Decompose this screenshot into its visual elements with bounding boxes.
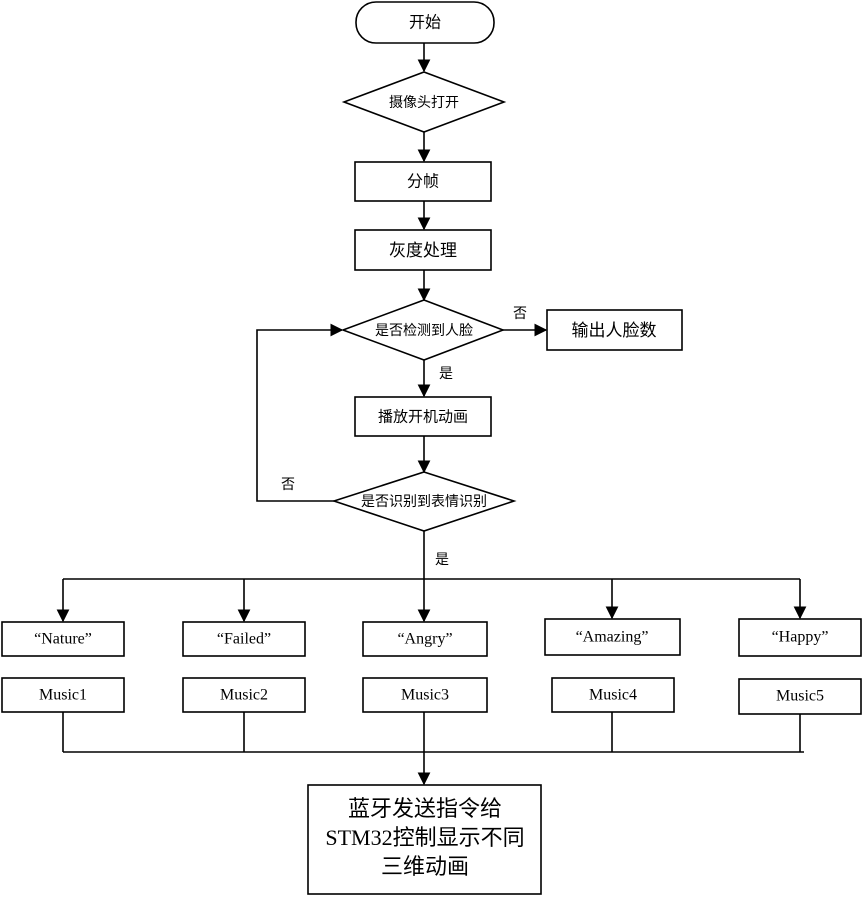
boot-anim-node: 播放开机动画	[354, 396, 492, 437]
emotion-box-happy: “Happy”	[738, 618, 862, 657]
emotion-box-failed: “Failed”	[182, 621, 306, 657]
output-face-node: 输出人脸数	[546, 309, 683, 351]
output-face-label: 输出人脸数	[572, 321, 657, 341]
face-check-node: 是否检测到人脸	[340, 299, 506, 361]
music-box-4: Music4	[551, 677, 675, 713]
music-box-5: Music5	[738, 678, 862, 715]
connectors	[56, 43, 807, 786]
music-box-2: Music2	[182, 677, 306, 713]
final-node: 蓝牙发送指令给 STM32控制显示不同 三维动画	[307, 784, 542, 895]
gray-label: 灰度处理	[389, 241, 457, 261]
expr-check-label: 是否识别到表情识别	[361, 494, 487, 510]
music-label: Music1	[39, 687, 87, 704]
emotion-label: “Amazing”	[576, 629, 649, 646]
final-label-line1: 蓝牙发送指令给	[348, 796, 502, 821]
boot-anim-label: 播放开机动画	[378, 408, 468, 426]
expr-check-node: 是否识别到表情识别	[331, 471, 517, 532]
final-label-line2: STM32控制显示不同	[325, 825, 524, 850]
music-box-3: Music3	[362, 677, 488, 713]
edge-label-expr-no: 否	[281, 477, 295, 493]
gray-node: 灰度处理	[354, 229, 492, 271]
emotion-label: “Angry”	[397, 631, 452, 648]
edge-label-face-no: 否	[513, 306, 527, 322]
emotion-label: “Nature”	[34, 631, 92, 648]
camera-node: 摄像头打开	[341, 71, 507, 133]
frames-node: 分帧	[354, 161, 492, 202]
music-label: Music2	[220, 687, 268, 704]
frames-label: 分帧	[407, 172, 439, 191]
music-label: Music4	[589, 687, 637, 704]
emotion-box-amazing: “Amazing”	[544, 618, 681, 656]
music-label: Music3	[401, 687, 449, 704]
edge-label-expr-yes: 是	[435, 552, 449, 568]
emotion-label: “Happy”	[772, 629, 829, 646]
edge-label-face-yes: 是	[439, 366, 453, 382]
face-check-label: 是否检测到人脸	[375, 323, 473, 339]
music-label: Music5	[776, 688, 824, 705]
emotion-box-nature: “Nature”	[1, 621, 125, 657]
start-label: 开始	[409, 13, 441, 32]
final-label-line3: 三维动画	[381, 854, 469, 879]
emotion-box-angry: “Angry”	[362, 621, 488, 657]
music-box-1: Music1	[1, 677, 125, 713]
start-node: 开始	[355, 1, 495, 44]
emotion-label: “Failed”	[217, 631, 271, 648]
loop-expr-no-to-facecheck	[256, 323, 344, 502]
camera-label: 摄像头打开	[389, 94, 459, 111]
